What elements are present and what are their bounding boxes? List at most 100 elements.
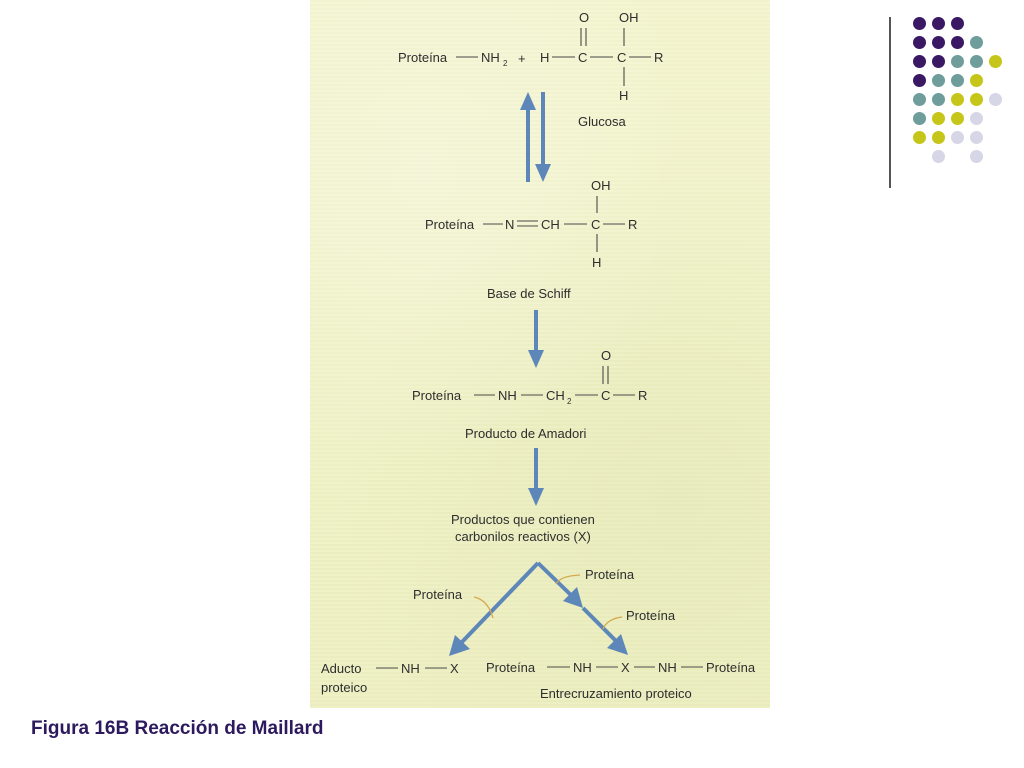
right-branch-shaft-2 (581, 606, 620, 645)
dot (913, 112, 926, 125)
dot (913, 17, 926, 30)
branch-arrows (449, 561, 628, 656)
dot (989, 55, 1002, 68)
adduct-label-2: proteico (321, 680, 367, 695)
dot (970, 93, 983, 106)
equilibrium-arrows (520, 92, 551, 182)
reactant-amine: NH (481, 50, 500, 65)
branch-protein-left: Proteína (413, 587, 463, 602)
dot (932, 93, 945, 106)
dot (913, 36, 926, 49)
amadori-nh: NH (498, 388, 517, 403)
glucose-o: O (579, 10, 589, 25)
dot (970, 36, 983, 49)
branch-protein-labels: Proteína Proteína Proteína (413, 567, 676, 630)
glucose-h-bottom: H (619, 88, 628, 103)
schiff-r: R (628, 217, 637, 232)
amadori-protein: Proteína (412, 388, 462, 403)
amadori-row: Proteína NH CH 2 C R O Producto de Amado… (412, 348, 647, 441)
dot (951, 74, 964, 87)
dot (951, 36, 964, 49)
reactant-amine-subscript: 2 (503, 59, 508, 68)
crosslink-nh-2: NH (658, 660, 677, 675)
left-branch-shaft (460, 561, 540, 644)
glucose-h: H (540, 50, 549, 65)
amadori-ch-subscript: 2 (567, 397, 572, 406)
crosslink-protein-right: Proteína (706, 660, 756, 675)
glucose-label: Glucosa (578, 114, 626, 129)
dot (989, 93, 1002, 106)
schiff-protein: Proteína (425, 217, 475, 232)
dot (932, 36, 945, 49)
dot (970, 131, 983, 144)
dot (970, 112, 983, 125)
dot (951, 112, 964, 125)
crosslink-nh-1: NH (573, 660, 592, 675)
branch-protein-right-2: Proteína (626, 608, 676, 623)
dot (932, 112, 945, 125)
adduct-label-1: Aducto (321, 661, 361, 676)
dot (932, 150, 945, 163)
glucose-c1: C (578, 50, 587, 65)
arrow-shaft (534, 310, 538, 352)
crosslink-x: X (621, 660, 630, 675)
arrow-to-carbonyls (528, 448, 544, 506)
amadori-ch: CH (546, 388, 565, 403)
figure-caption: Figura 16B Reacción de Maillard (31, 718, 324, 739)
schiff-c: C (591, 217, 600, 232)
dot (913, 131, 926, 144)
reverse-arrow-head (520, 92, 536, 110)
carbonyl-line-2: carbonilos reactivos (X) (455, 529, 591, 544)
leader-line (602, 616, 623, 630)
right-branch-head-2 (607, 634, 628, 655)
leader-line (473, 596, 494, 619)
amadori-label: Producto de Amadori (465, 426, 587, 441)
glucose-c2: C (617, 50, 626, 65)
leader-line (555, 574, 581, 585)
adduct-nh: NH (401, 661, 420, 676)
amadori-r: R (638, 388, 647, 403)
plus-sign: + (518, 51, 526, 66)
right-branch-shaft-1 (536, 561, 576, 600)
dot (951, 17, 964, 30)
forward-arrow-head (535, 164, 551, 182)
schiff-oh: OH (591, 178, 611, 193)
arrow-shaft (534, 448, 538, 490)
dot (913, 93, 926, 106)
amadori-c: C (601, 388, 610, 403)
reverse-arrow-shaft (526, 108, 530, 182)
crosslink-label: Entrecruzamiento proteico (540, 686, 692, 701)
adduct-row: Aducto proteico NH X (321, 661, 459, 695)
forward-arrow-shaft (541, 92, 545, 166)
carbonyl-line-1: Productos que contienen (451, 512, 595, 527)
dot (913, 74, 926, 87)
dot (951, 131, 964, 144)
branch-protein-right-1: Proteína (585, 567, 635, 582)
dot (932, 74, 945, 87)
dot (970, 150, 983, 163)
glucose-oh: OH (619, 10, 639, 25)
schiff-n: N (505, 217, 514, 232)
carbonyl-products: Productos que contienen carbonilos react… (451, 512, 595, 544)
left-branch-head (449, 635, 470, 656)
arrow-head (528, 350, 544, 368)
decorative-divider (889, 17, 891, 188)
dot (932, 17, 945, 30)
dot (913, 55, 926, 68)
glucose-r: R (654, 50, 663, 65)
reactant-protein: Proteína (398, 50, 448, 65)
right-branch-head-1 (563, 587, 583, 608)
schiff-label: Base de Schiff (487, 286, 571, 301)
dot (970, 74, 983, 87)
crosslink-protein-left: Proteína (486, 660, 536, 675)
dot (951, 93, 964, 106)
dot (951, 55, 964, 68)
dot (932, 131, 945, 144)
schiff-ch: CH (541, 217, 560, 232)
dot (970, 55, 983, 68)
decorative-dot-grid (900, 10, 1010, 170)
crosslink-row: Proteína NH X NH Proteína Entrecruzamien… (486, 660, 756, 701)
arrow-head (528, 488, 544, 506)
amadori-o: O (601, 348, 611, 363)
